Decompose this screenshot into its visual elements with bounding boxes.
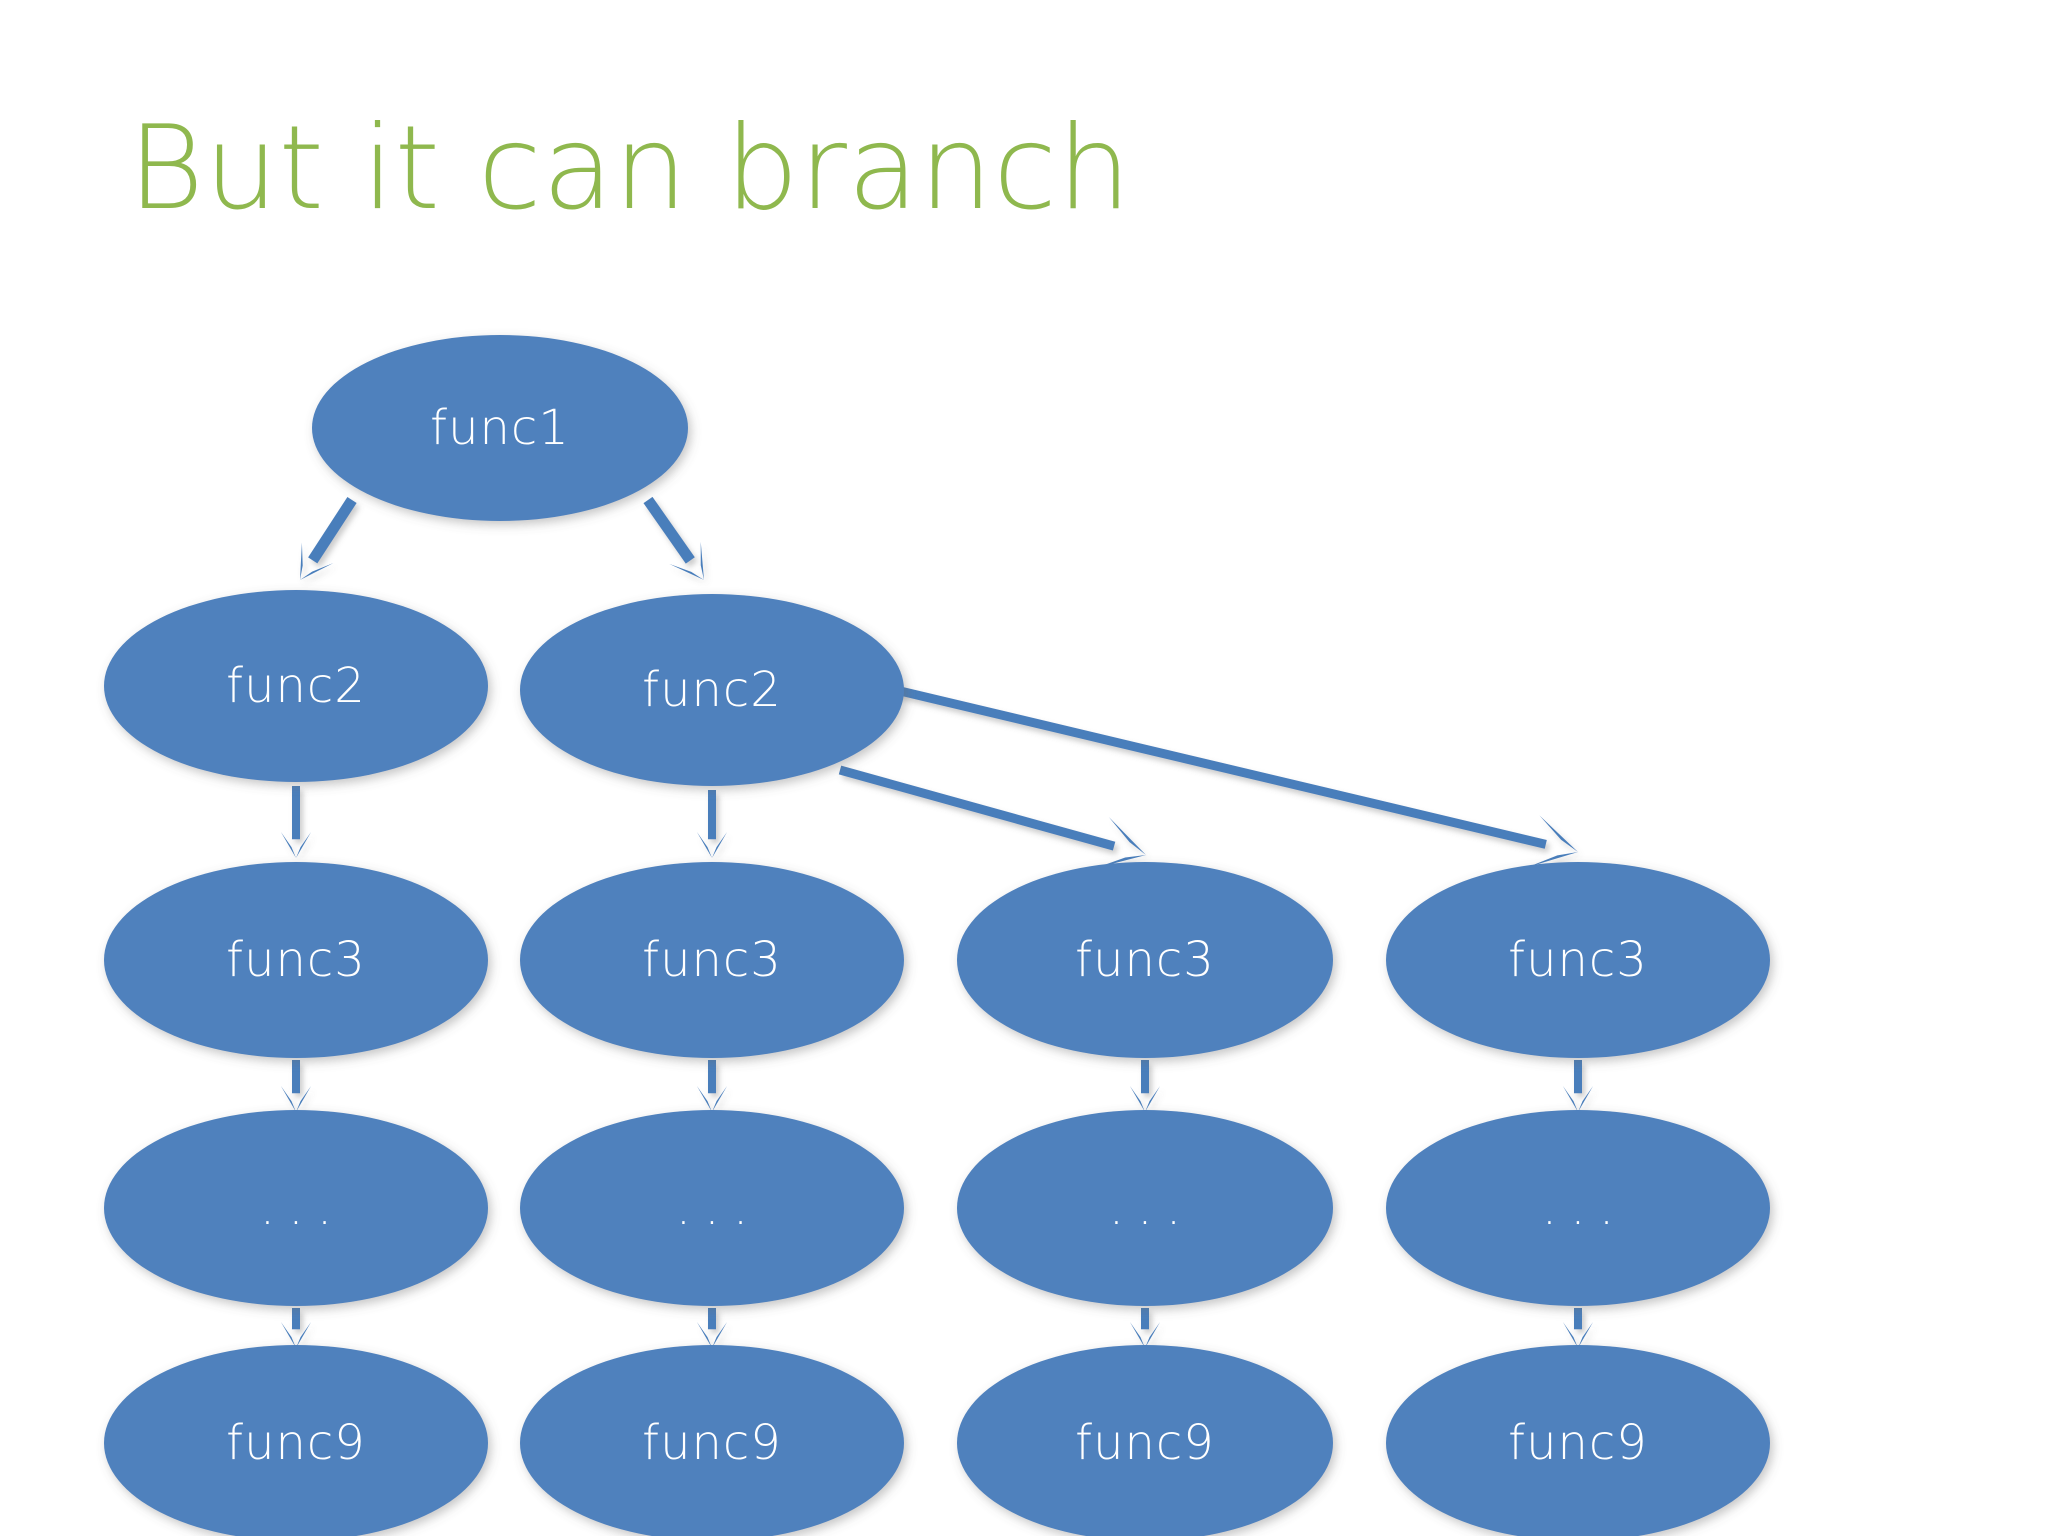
graph-node-ellipse[interactable] [520,1345,904,1536]
graph-node-ellipse[interactable] [520,862,904,1058]
arrow-shaft [1141,1060,1149,1094]
arrow-shaft [308,497,357,564]
nodes-layer [104,335,1770,1536]
arrow-shaft [1141,1308,1149,1330]
graph-node-ellipse[interactable] [957,1345,1333,1536]
arrow-shaft [838,765,1116,851]
graph-node-ellipse[interactable] [520,1110,904,1306]
arrow-head-icon [1527,815,1578,868]
edge-arrow [894,685,1578,868]
graph-node-ellipse[interactable] [520,594,904,786]
arrow-shaft [643,496,695,564]
arrow-shaft [1574,1060,1582,1094]
graph-node-ellipse[interactable] [104,590,488,782]
page-title: But it can branch [128,101,1132,236]
edges-layer [280,496,1594,1348]
edge-arrow [280,1308,312,1348]
arrow-shaft [1574,1308,1582,1330]
graph-node-ellipse[interactable] [1386,1345,1770,1536]
edge-arrow [1562,1308,1594,1348]
arrow-shaft [894,685,1547,849]
edge-arrow [1129,1308,1161,1348]
graph-node-ellipse[interactable] [104,1110,488,1306]
edge-arrow [300,497,357,580]
arrow-shaft [708,1308,716,1330]
edge-arrow [838,765,1146,869]
edge-arrow [696,1308,728,1348]
edge-arrow [1129,1060,1161,1112]
graph-node-ellipse[interactable] [104,862,488,1058]
edge-arrow [1562,1060,1594,1112]
arrow-shaft [708,790,716,840]
graph-node-ellipse[interactable] [104,1345,488,1536]
edge-arrow [696,1060,728,1112]
arrow-shaft [708,1060,716,1094]
graph-node-ellipse[interactable] [1386,1110,1770,1306]
edge-arrow [280,786,312,858]
arrow-shaft [292,1060,300,1094]
arrow-shaft [292,786,300,840]
edge-arrow [696,790,728,858]
graph-node-ellipse[interactable] [1386,862,1770,1058]
graph-node-ellipse[interactable] [957,1110,1333,1306]
arrow-shaft [292,1308,300,1330]
graph-node-ellipse[interactable] [957,862,1333,1058]
graph-node-ellipse[interactable] [312,335,688,521]
edge-arrow [280,1060,312,1112]
edge-arrow [643,496,704,580]
